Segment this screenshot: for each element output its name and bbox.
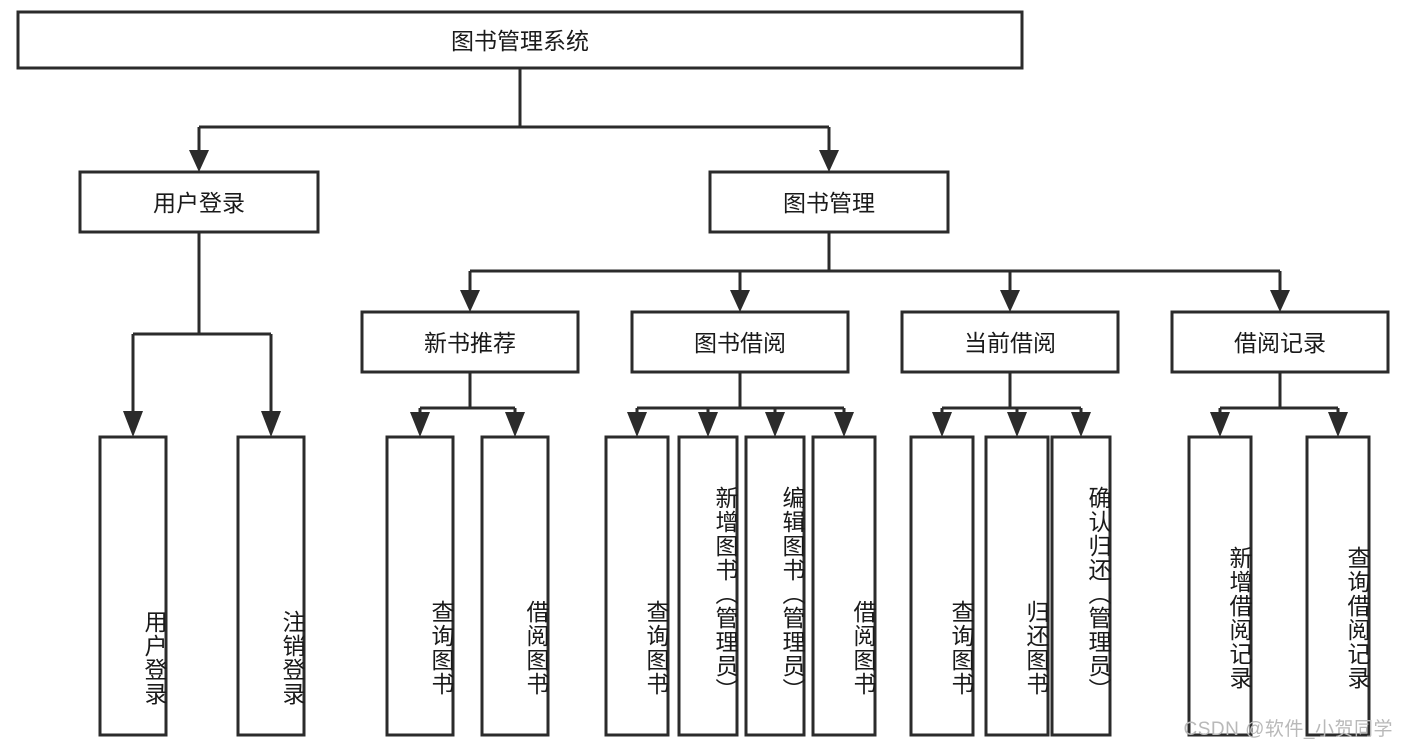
node-user-login-label: 用户登录 — [153, 190, 245, 216]
arrow-head-leaf-return-book — [1007, 412, 1027, 437]
arrow-head-leaf-borrow-book-1 — [505, 412, 525, 437]
node-book-borrow-box[interactable] — [630, 310, 850, 374]
arrow-head-current-borrow — [1000, 290, 1020, 312]
csdn-watermark: CSDN @软件_小贺同学 — [1183, 719, 1393, 740]
node-root-system[interactable]: 图书管理系统 — [16, 10, 1024, 70]
connectors-root-to-level2 — [189, 68, 839, 172]
arrow-head-leaf-query-borrow-record — [1328, 412, 1348, 437]
leaf-return-book-box[interactable] — [984, 435, 1050, 737]
node-current-borrow-box[interactable] — [900, 310, 1120, 374]
arrow-head-leaf-user-login — [123, 411, 143, 437]
arrow-head-leaf-query-book-1 — [410, 412, 430, 437]
node-borrow-record-label: 借阅记录 — [1234, 330, 1326, 356]
arrow-head-new-book-recommend — [460, 290, 480, 312]
node-current-borrow-label: 当前借阅 — [964, 330, 1056, 356]
arrow-head-user-login — [189, 150, 209, 172]
arrow-head-leaf-add-borrow-record — [1210, 412, 1230, 437]
connectors-book-management-to-level3 — [460, 232, 1290, 312]
leaf-add-borrow-record-box[interactable] — [1187, 435, 1253, 737]
leaf-confirm-return-admin-box[interactable] — [1050, 435, 1112, 737]
node-book-management[interactable]: 图书管理 — [708, 170, 950, 234]
leaf-query-book-2-box[interactable] — [604, 435, 670, 737]
arrow-head-borrow-record — [1270, 290, 1290, 312]
leaf-add-book-admin-box[interactable] — [677, 435, 739, 737]
arrow-head-book-management — [819, 150, 839, 172]
node-book-management-box[interactable] — [708, 170, 950, 234]
arrow-head-leaf-confirm-return-admin — [1071, 412, 1091, 437]
arrow-head-leaf-query-book-2 — [627, 412, 647, 437]
node-book-borrow[interactable]: 图书借阅 — [630, 310, 850, 374]
node-new-book-recommend-box[interactable] — [360, 310, 580, 374]
node-new-book-recommend[interactable]: 新书推荐 — [360, 310, 580, 374]
node-current-borrow[interactable]: 当前借阅 — [900, 310, 1120, 374]
leaf-query-book-3-box[interactable] — [909, 435, 975, 737]
node-user-login[interactable]: 用户登录 — [78, 170, 320, 234]
leaf-user-login-box[interactable] — [98, 435, 168, 737]
arrow-head-book-borrow — [730, 290, 750, 312]
arrow-head-leaf-edit-book-admin — [765, 412, 785, 437]
node-borrow-record[interactable]: 借阅记录 — [1170, 310, 1390, 374]
connectors-current-borrow-to-leaves — [932, 372, 1091, 437]
leaf-edit-book-admin-box[interactable] — [744, 435, 806, 737]
leaf-query-borrow-record-box[interactable] — [1305, 435, 1371, 737]
connectors-book-borrow-to-leaves — [627, 372, 854, 437]
node-root-system-label: 图书管理系统 — [451, 28, 589, 54]
connectors-borrow-record-to-leaves — [1210, 372, 1348, 437]
node-book-management-label: 图书管理 — [783, 190, 875, 216]
connectors-new-book-recommend-to-leaves — [410, 372, 525, 437]
arrow-head-leaf-borrow-book-2 — [834, 412, 854, 437]
connectors-user-login-to-leaves — [123, 232, 281, 437]
leaf-borrow-book-1-box[interactable] — [480, 435, 550, 737]
node-new-book-recommend-label: 新书推荐 — [424, 330, 516, 356]
arrow-head-leaf-logout-login — [261, 411, 281, 437]
leaf-node-boxes[interactable] — [98, 435, 1371, 737]
arrow-head-leaf-query-book-3 — [932, 412, 952, 437]
node-root-system-box[interactable] — [16, 10, 1024, 70]
node-book-borrow-label: 图书借阅 — [694, 330, 786, 356]
node-borrow-record-box[interactable] — [1170, 310, 1390, 374]
leaf-logout-login-box[interactable] — [236, 435, 306, 737]
leaf-borrow-book-2-box[interactable] — [811, 435, 877, 737]
node-user-login-box[interactable] — [78, 170, 320, 234]
leaf-query-book-1-box[interactable] — [385, 435, 455, 737]
arrow-head-leaf-add-book-admin — [698, 412, 718, 437]
